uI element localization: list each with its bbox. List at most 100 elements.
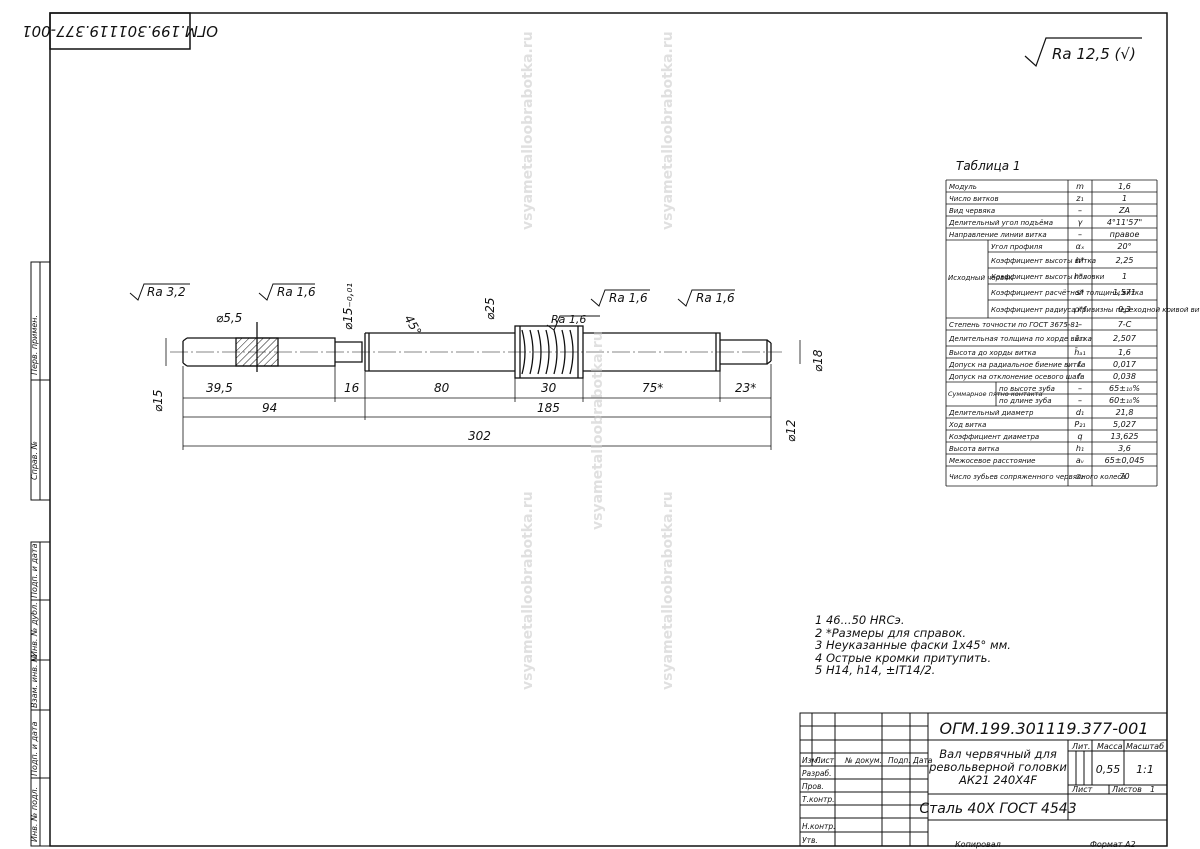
param-symbol: – — [1078, 396, 1082, 405]
param-name: Коэффициент высоты головки — [991, 273, 1105, 281]
param-name: Направление линии витка — [949, 231, 1047, 239]
param-symbol: ρ*f — [1074, 305, 1087, 314]
param-value: 0,038 — [1113, 372, 1136, 381]
param-name: Допуск на радиальное биение витка — [948, 361, 1085, 369]
param-value: 4°11'57" — [1107, 218, 1142, 227]
shaft-drawing — [170, 322, 782, 379]
ra-label: Ra 1,6 — [551, 313, 586, 326]
watermark: vsyametalloobrabotka.ru — [520, 491, 536, 690]
dim-label: ⌀12 — [784, 420, 798, 443]
param-name: по длине зуба — [999, 397, 1052, 405]
param-name: Коэффициент диаметра — [949, 433, 1039, 441]
copied-label: Копировал — [955, 840, 1001, 849]
param-symbol: – — [1078, 384, 1082, 393]
dim-label: 75* — [642, 381, 663, 395]
ra-label: Ra 3,2 — [147, 285, 186, 299]
param-symbol: q — [1077, 432, 1082, 441]
dimension-lines — [165, 338, 801, 450]
param-symbol: αₓ — [1076, 242, 1085, 251]
tb-header: № докум. — [844, 756, 882, 765]
note-line: 3 Неуказанные фаски 1х45° мм. — [815, 638, 1011, 653]
note-line: 1 46...50 HRCэ. — [815, 613, 905, 627]
param-symbol: h* — [1075, 256, 1084, 265]
roughness-marks — [129, 283, 735, 331]
param-name: Коэффициент высоты витка — [991, 257, 1096, 265]
scale-label: Масштаб — [1126, 742, 1164, 751]
product-name-line: АК21 240Х4F — [958, 773, 1037, 787]
param-symbol: h*ₐ — [1074, 272, 1086, 281]
tb-header: Изм. — [802, 756, 820, 765]
param-value: 65±0,045 — [1105, 456, 1145, 465]
param-value: 1,6 — [1118, 182, 1131, 191]
tb-role: Утв. — [802, 836, 818, 845]
strip-label: Перв. примен. — [30, 315, 39, 375]
material: Сталь 40Х ГОСТ 4543 — [919, 801, 1076, 817]
dim-label: 302 — [468, 429, 491, 443]
dim-label: 80 — [434, 381, 450, 395]
general-roughness: Ra 12,5 (√) — [1024, 37, 1142, 68]
tb-role: Н.контр. — [802, 822, 836, 831]
strip-label: Подп. и дата — [30, 543, 39, 598]
strip-label: Инв. № подл. — [30, 787, 39, 842]
tb-header: Подп. — [888, 756, 911, 765]
sheet-label: Лист — [1071, 785, 1093, 794]
param-symbol: – — [1078, 206, 1082, 215]
tb-role: Т.контр. — [802, 795, 835, 804]
mass-label: Масса — [1097, 742, 1123, 751]
param-value: 2,507 — [1113, 334, 1137, 343]
param-name: Число витков — [949, 195, 999, 203]
doc-code-rotated: ОГМ.199.301119.377-001 — [22, 22, 218, 40]
param-value: 0,3 — [1118, 305, 1131, 314]
format-label: Формат А2 — [1090, 840, 1136, 849]
strip-label: Подп. и дата — [30, 721, 39, 776]
title-block — [799, 712, 1168, 847]
param-symbol: h̄ₐ₁ — [1074, 347, 1085, 357]
param-name: Ход витка — [948, 421, 986, 429]
watermark: vsyametalloobrabotka.ru — [660, 491, 676, 690]
mass-value: 0,55 — [1096, 763, 1121, 776]
group-label: Исходный червяк — [948, 274, 1013, 282]
dim-label: ⌀5,5 — [216, 311, 242, 325]
strip-label: Взам. инв. № — [30, 654, 39, 708]
dim-label: 23* — [735, 381, 756, 395]
dim-label: ⌀15 — [151, 390, 165, 413]
param-name: Число зубьев сопряженного червячного кол… — [949, 473, 1126, 481]
watermark: vsyametalloobrabotka.ru — [660, 31, 676, 230]
param-name: Допуск на отклонение осевого шага — [948, 373, 1084, 381]
watermark: vsyametalloobrabotka.ru — [590, 331, 606, 530]
strip-label: Справ. № — [30, 441, 39, 480]
tb-role: Разраб. — [802, 769, 831, 778]
param-symbol: fₜ — [1077, 372, 1083, 381]
param-value: 1 — [1122, 272, 1127, 281]
strip-label: Инв. № дубл. — [30, 602, 39, 657]
dim-label: ⌀15₋₀,₀₁ — [341, 283, 355, 330]
sheets-value: 1 — [1150, 785, 1155, 794]
group-label: Суммарное пятно контакта — [948, 390, 1042, 398]
param-symbol: fᵣ — [1078, 360, 1084, 369]
param-symbol: h₁ — [1076, 444, 1084, 453]
param-name: Вид червяка — [949, 207, 995, 215]
param-symbol: z₁ — [1075, 194, 1083, 203]
param-symbol: d₁ — [1076, 408, 1084, 417]
ra-label: Ra 1,6 — [609, 291, 648, 305]
param-symbol: s* — [1076, 288, 1084, 297]
param-name: Модуль — [949, 183, 977, 191]
param-name: Межосевое расстояние — [949, 457, 1035, 465]
param-symbol: s̄ₐ₁ — [1075, 334, 1086, 343]
dim-label: 45° — [401, 313, 424, 338]
technical-notes: 1 46...50 HRCэ. 2 *Размеры для справок. … — [815, 614, 1011, 677]
product-name-line: револьверной головки — [928, 760, 1067, 774]
param-value: 0,017 — [1113, 360, 1137, 369]
param-value: 21,8 — [1116, 408, 1134, 417]
param-symbol: γ — [1078, 218, 1084, 227]
dim-label: 16 — [344, 381, 360, 395]
left-stamp-strip — [30, 261, 51, 847]
param-value: 65±₁₀% — [1109, 384, 1140, 393]
param-value: 70 — [1119, 472, 1129, 481]
param-value: 1,6 — [1118, 348, 1131, 357]
param-value: 20° — [1117, 242, 1131, 251]
sheets-label: Листов — [1111, 785, 1142, 794]
param-symbol: z₂ — [1075, 472, 1084, 481]
param-value: 1 — [1122, 194, 1127, 203]
